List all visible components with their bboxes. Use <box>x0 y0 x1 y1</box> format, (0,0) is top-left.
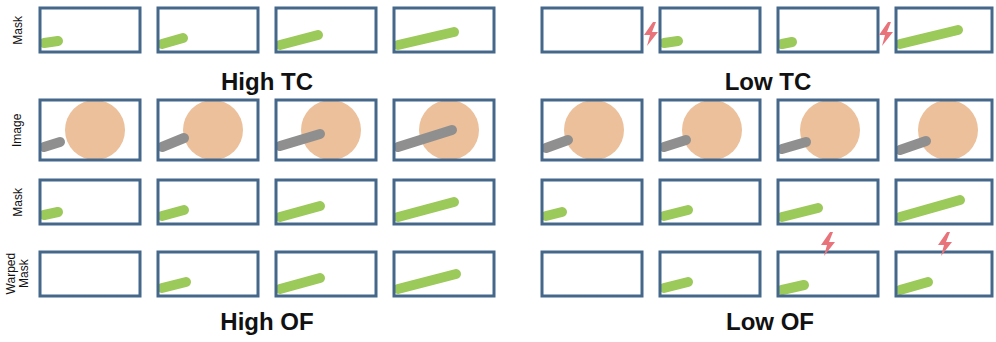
row-label: Image <box>12 113 25 146</box>
group-title: High OF <box>220 310 313 334</box>
row-label: Mask <box>12 16 25 45</box>
group-title: Low TC <box>725 70 812 94</box>
group-title: Low OF <box>726 310 814 334</box>
group-title: High TC <box>221 70 313 94</box>
row-label: Mask <box>12 188 25 217</box>
organ-circles <box>65 100 978 160</box>
lightning-bolts <box>644 22 952 256</box>
instrument-shafts <box>44 130 926 150</box>
row-label: Warped Mask <box>5 251 30 297</box>
frames <box>40 8 992 296</box>
